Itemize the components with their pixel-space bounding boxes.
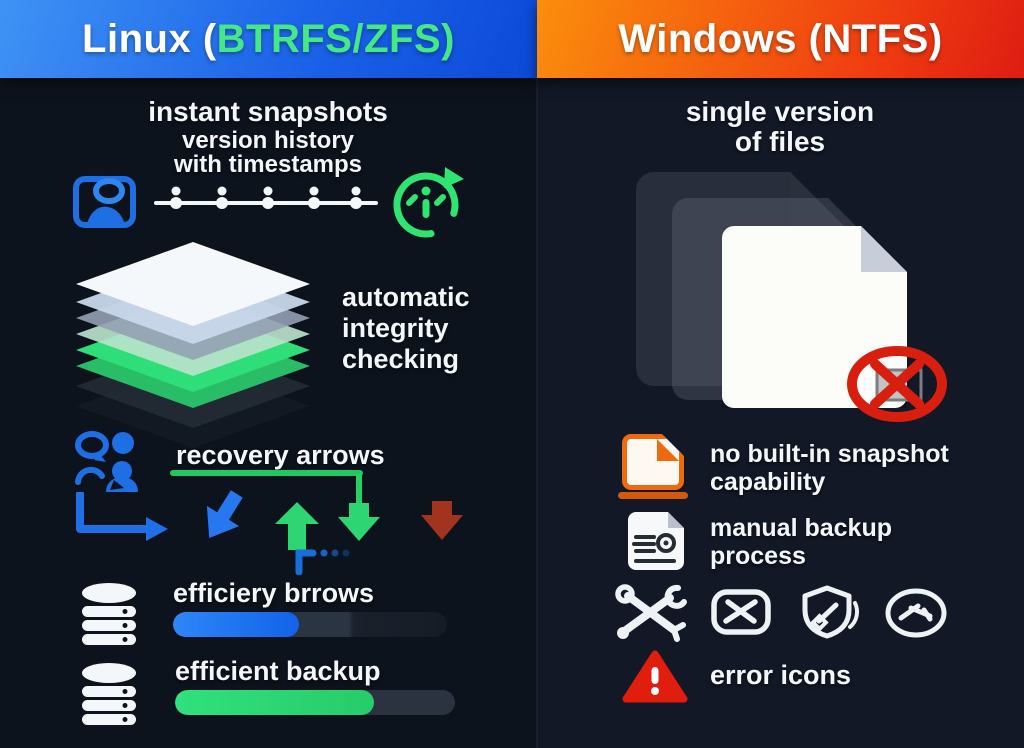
timeline-dots: [154, 186, 378, 209]
no-snapshot-label: no built-in snapshot capability: [710, 440, 949, 496]
down-arrow-red: [421, 501, 463, 540]
linux-title: Linux (BTRFS/ZFS): [82, 17, 455, 62]
boxed-hammer-icon: [711, 589, 771, 635]
panel-divider: [536, 78, 538, 748]
backup-progress-fill: [175, 690, 374, 715]
diagonal-down-arrow: [206, 490, 243, 539]
single-version-title-1: single version: [685, 96, 875, 127]
error-icons-label: error icons: [710, 660, 852, 690]
corner-dots-icon: [295, 549, 350, 575]
people-chat-icon: [75, 431, 138, 492]
backup-label: efficient backup: [175, 656, 381, 686]
history-clock-icon: [393, 167, 464, 238]
down-arrow-green: [338, 503, 380, 541]
up-arrow: [275, 502, 319, 550]
no-symbol-icon: [847, 346, 947, 422]
linux-title-highlight: BTRFS/ZFS): [216, 16, 455, 61]
database-icon: [82, 663, 136, 725]
database-icon: [82, 583, 136, 645]
shield-tool-icon: [802, 585, 860, 639]
efficiency-progress-bar: [173, 612, 447, 637]
efficiency-progress-fill: [173, 612, 300, 637]
recovery-label: recovery arrows: [176, 440, 385, 470]
photo-snapshot-icon: [73, 176, 136, 228]
snapshots-subtitle-1: version history: [181, 127, 355, 154]
snapshots-title: instant snapshots: [148, 96, 388, 127]
document-lines-detail: [628, 512, 684, 570]
windows-title: Windows (NTFS): [618, 16, 943, 61]
header-linux: Linux (BTRFS/ZFS): [0, 0, 537, 78]
header-windows: Windows (NTFS): [537, 0, 1024, 78]
layer-stack: [76, 242, 312, 452]
snapshots-subtitle-2: with timestamps: [173, 151, 363, 178]
manual-backup-label: manual backup process: [710, 514, 892, 570]
backup-progress-bar: [175, 690, 455, 715]
crossed-circle-icon: [885, 588, 947, 638]
single-version-title-2: of files: [734, 126, 826, 157]
linux-title-prefix: Linux (: [82, 16, 217, 61]
crossed-tools-icon: [615, 584, 687, 642]
integrity-label: automatic integrity checking: [342, 282, 470, 374]
recovery-connector: [170, 470, 463, 541]
warning-triangle-icon: [622, 650, 688, 703]
elbow-arrow: [76, 492, 168, 541]
orange-document-base: [618, 492, 688, 499]
efficiency-label: efficiery brrows: [173, 578, 375, 608]
document-lines-icon: [628, 512, 684, 570]
